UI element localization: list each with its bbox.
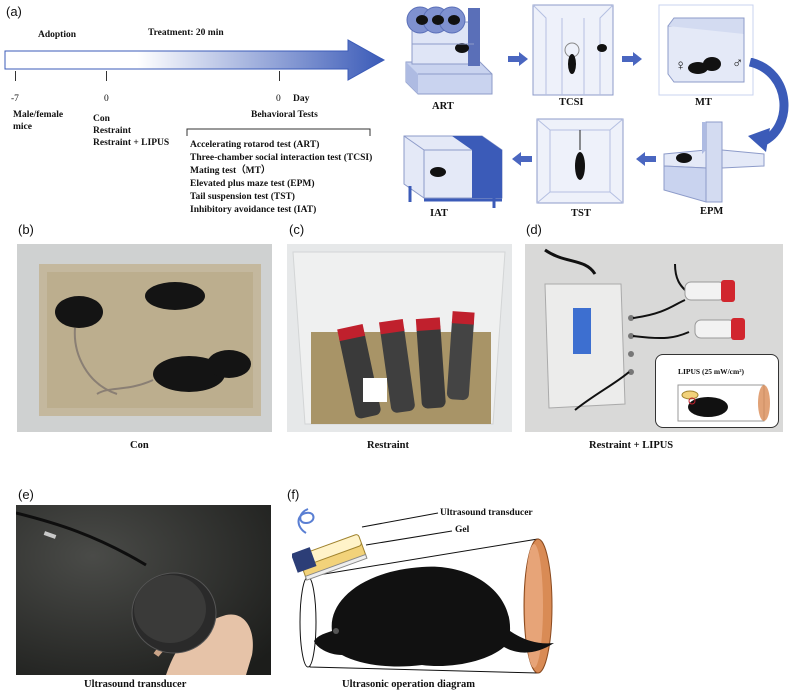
tick-0b xyxy=(279,71,280,81)
panel-label-d: (d) xyxy=(526,222,542,237)
flow-curved-arrow xyxy=(744,58,796,154)
group-list: Con Restraint Restraint + LIPUS xyxy=(93,113,169,149)
ultrasonic-operation-diagram xyxy=(292,505,564,675)
tick-0a xyxy=(106,71,107,81)
art-apparatus-illustration xyxy=(398,4,496,104)
test-epm: Elevated plus maze test (EPM) xyxy=(190,179,315,189)
ultrasonic-diagram-caption: Ultrasonic operation diagram xyxy=(342,679,475,690)
test-art: Accelerating rotarod test (ART) xyxy=(190,140,320,150)
behavioral-tests-label: Behavioral Tests xyxy=(251,110,318,120)
tick-label-minus-7: -7 xyxy=(11,94,19,104)
adoption-label: Adoption xyxy=(38,30,77,40)
test-iat: Inhibitory avoidance test (IAT) xyxy=(190,205,317,215)
epm-label: EPM xyxy=(700,206,724,217)
panel-label-f: (f) xyxy=(287,487,300,502)
tests-list: Accelerating rotarod test (ART) Three-ch… xyxy=(190,139,372,217)
panel-label-c: (c) xyxy=(289,222,305,237)
mice-label: Male/female mice xyxy=(13,110,64,132)
ultrasound-transducer-photo xyxy=(16,505,271,675)
mt-apparatus-illustration xyxy=(658,4,754,96)
restraint-cage-photo xyxy=(287,244,512,432)
epm-apparatus-illustration xyxy=(662,120,766,204)
test-tst: Tail suspension test (TST) xyxy=(190,192,295,202)
con-cage-photo xyxy=(17,244,272,432)
flow-arrow-3 xyxy=(636,152,656,166)
test-tcsi: Three-chamber social interaction test (T… xyxy=(190,153,373,163)
flow-arrow-4 xyxy=(512,152,532,166)
transducer-label: Ultrasound transducer xyxy=(440,508,533,518)
day-label: Day xyxy=(293,94,310,104)
mt-label: MT xyxy=(695,97,712,108)
restraint-lipus-caption: Restraint + LIPUS xyxy=(589,440,674,451)
tests-bracket xyxy=(186,127,372,137)
tcsi-label: TCSI xyxy=(559,97,584,108)
lipus-inset: LIPUS (25 mW/cm²) xyxy=(655,354,779,428)
panel-label-b: (b) xyxy=(18,222,34,237)
tst-apparatus-illustration xyxy=(536,118,624,204)
tcsi-apparatus-illustration xyxy=(532,4,614,96)
panel-label-e: (e) xyxy=(18,487,34,502)
flow-arrow-1 xyxy=(508,52,528,66)
mt-female-symbol: ♀ xyxy=(675,58,687,74)
gel-label: Gel xyxy=(455,525,470,535)
art-label: ART xyxy=(432,101,454,112)
con-caption: Con xyxy=(130,440,149,451)
lipus-note: LIPUS (25 mW/cm²) xyxy=(678,367,744,376)
tick-label-0b: 0 xyxy=(276,94,281,104)
tst-label: TST xyxy=(571,208,591,219)
flow-arrow-2 xyxy=(622,52,642,66)
group-con: Con xyxy=(93,114,110,124)
treatment-label: Treatment: 20 min xyxy=(148,28,224,38)
tick-minus-7 xyxy=(15,71,16,81)
tick-label-0a: 0 xyxy=(104,94,109,104)
iat-apparatus-illustration xyxy=(398,116,510,210)
ultrasound-transducer-caption: Ultrasound transducer xyxy=(84,679,187,690)
mt-male-symbol: ♂ xyxy=(732,56,744,72)
lipus-setup-photo: LIPUS (25 mW/cm²) xyxy=(525,244,783,432)
test-mt: Mating test（MT） xyxy=(190,166,271,176)
timeline-arrow xyxy=(4,38,386,82)
panel-label-a: (a) xyxy=(6,4,22,19)
group-restraint: Restraint xyxy=(93,126,131,136)
group-restraint-lipus: Restraint + LIPUS xyxy=(93,138,170,148)
restraint-caption: Restraint xyxy=(367,440,409,451)
iat-label: IAT xyxy=(430,208,448,219)
